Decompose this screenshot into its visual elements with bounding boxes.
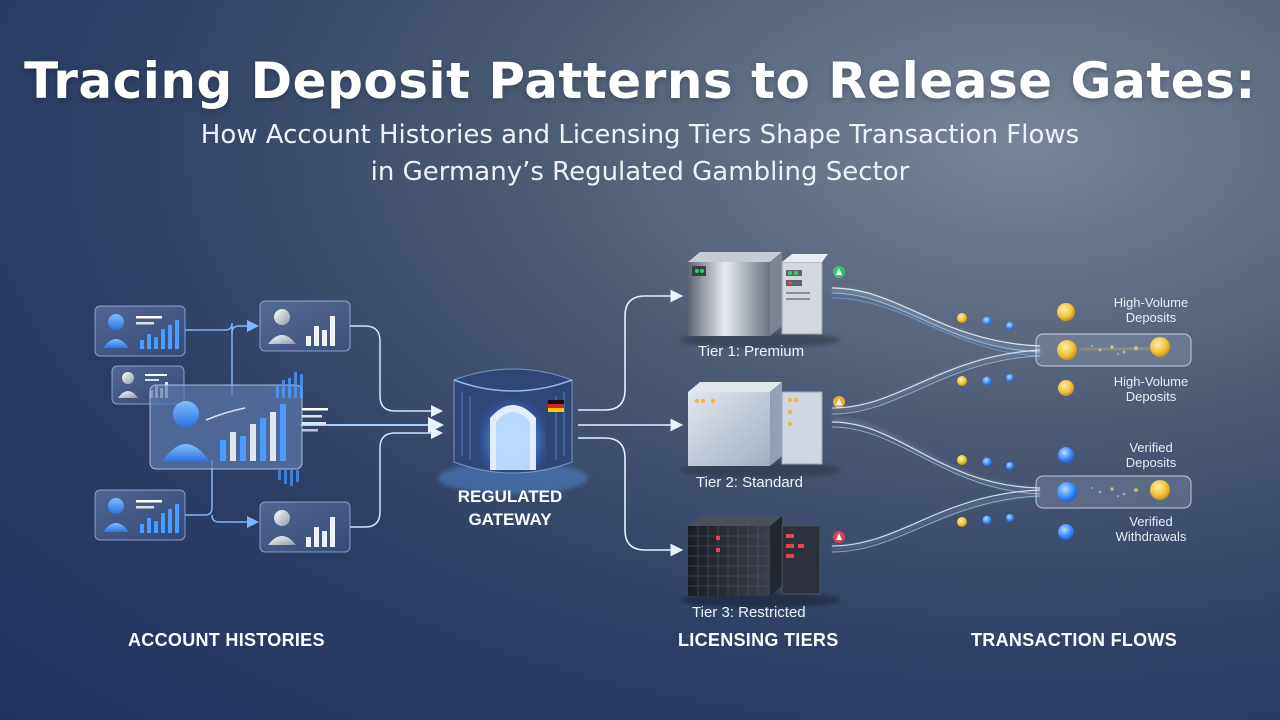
flow-label-line: High-Volume bbox=[1113, 295, 1189, 310]
subtitle-line-2: in Germany’s Regulated Gambling Sector bbox=[370, 157, 910, 187]
tier-3-label: Tier 3: Restricted bbox=[692, 604, 806, 621]
release-gate-lower bbox=[1035, 475, 1192, 509]
account-card-f bbox=[259, 501, 351, 553]
account-card-d bbox=[94, 489, 186, 541]
germany-flag-icon bbox=[548, 400, 564, 412]
tier-2-status-icon bbox=[833, 396, 845, 408]
tier-2-label: Tier 2: Standard bbox=[696, 474, 803, 491]
subtitle-line-1: How Account Histories and Licensing Tier… bbox=[200, 120, 1080, 150]
flow-label-line: Verified bbox=[1129, 514, 1173, 529]
tier-3-server bbox=[680, 516, 845, 608]
gateway-label-line-2: GATEWAY bbox=[468, 510, 552, 529]
flow-streams bbox=[831, 287, 1151, 553]
tier-1-status-icon bbox=[833, 266, 845, 278]
account-card-a bbox=[94, 305, 186, 357]
regulated-gateway bbox=[438, 368, 588, 494]
flow-coins-lower bbox=[957, 447, 1074, 540]
section-label-account-histories: ACCOUNT HISTORIES bbox=[128, 630, 325, 650]
flow-label-line: Withdrawals bbox=[1115, 529, 1187, 544]
flow-label-verified-withdrawals: Verified Withdrawals bbox=[1091, 514, 1211, 544]
user-icon bbox=[274, 309, 290, 325]
flow-coins-upper bbox=[957, 303, 1075, 396]
user-icon bbox=[274, 510, 290, 526]
flow-label-high-volume-deposits-1: High-Volume Deposits bbox=[1091, 295, 1211, 325]
user-icon bbox=[173, 401, 199, 427]
release-gate-upper bbox=[1035, 333, 1192, 367]
gateway-label-line-1: REGULATED bbox=[457, 487, 563, 506]
flow-label-line: Deposits bbox=[1125, 310, 1177, 325]
flow-label-line: Deposits bbox=[1125, 455, 1177, 470]
tier-connectors bbox=[578, 289, 684, 557]
page-title: Tracing Deposit Patterns to Release Gate… bbox=[24, 52, 1256, 110]
section-label-transaction-flows: TRANSACTION FLOWS bbox=[971, 630, 1178, 650]
tier-2-server bbox=[680, 382, 845, 478]
flow-label-line: High-Volume bbox=[1113, 374, 1189, 389]
section-label-licensing-tiers: LICENSING TIERS bbox=[678, 630, 839, 650]
tier-1-server bbox=[680, 252, 845, 348]
account-card-main bbox=[149, 372, 328, 486]
account-connectors bbox=[185, 320, 444, 528]
tier-1-label: Tier 1: Premium bbox=[698, 343, 805, 360]
account-card-e bbox=[259, 300, 351, 352]
flow-label-line: Verified bbox=[1129, 440, 1173, 455]
user-icon bbox=[108, 314, 124, 330]
flow-label-line: Deposits bbox=[1125, 389, 1177, 404]
flow-label-high-volume-deposits-2: High-Volume Deposits bbox=[1091, 374, 1211, 404]
flow-label-verified-deposits: Verified Deposits bbox=[1091, 440, 1211, 470]
tier-3-status-icon bbox=[833, 531, 845, 543]
